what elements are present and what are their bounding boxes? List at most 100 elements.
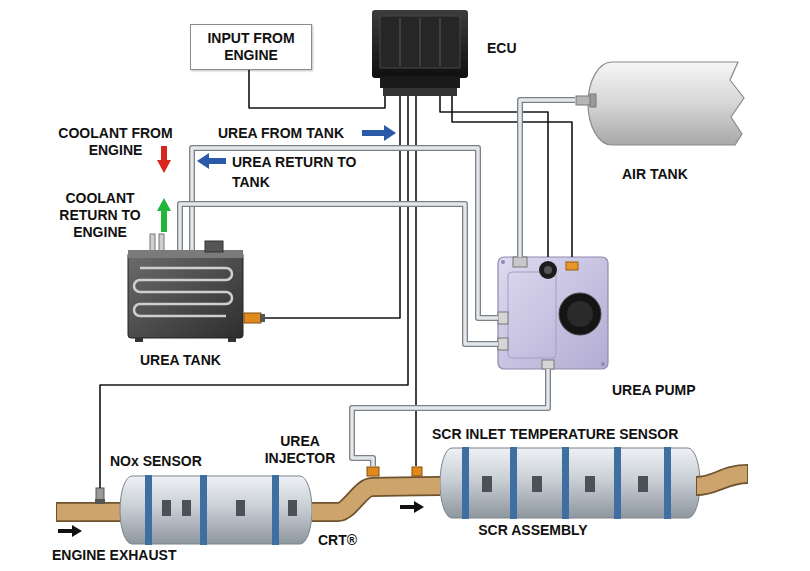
node-label: AIR TANK (622, 166, 688, 183)
clamp-band (614, 447, 621, 519)
pump-motor-cap (567, 301, 593, 327)
temperature-sensor: SCR INLET TEMPERATURE SENSOR (411, 466, 423, 476)
fluid-line (180, 204, 498, 344)
clamp-band (510, 447, 517, 519)
fluid-line-stroke (192, 148, 498, 318)
air-tank-fitting (590, 94, 596, 107)
air-tank-body (588, 62, 744, 145)
pump-valve (539, 261, 557, 279)
signal-wire (100, 96, 408, 488)
flow-arrow (58, 525, 82, 537)
node-label: INPUT FROM ENGINE (198, 30, 304, 64)
air-port (513, 257, 527, 267)
signal-box: INPUT FROM ENGINE (190, 24, 312, 70)
clamp-band (462, 447, 469, 519)
signal-wire (452, 96, 572, 257)
clamp-band (562, 447, 569, 519)
ecu-unit: ECU (370, 8, 470, 96)
node-label: SCR ASSEMBLY (448, 522, 618, 539)
tank-foot (135, 338, 143, 342)
urea-injector: UREA INJECTOR (366, 466, 380, 476)
mount-slot (236, 500, 245, 516)
coolant-in-arrow (157, 146, 171, 173)
coolant-stub (150, 234, 155, 252)
mount-slot (288, 500, 297, 516)
crt-filter: CRT® (117, 476, 312, 544)
tailpipe-fill (697, 474, 747, 486)
flow-arrow (400, 501, 424, 513)
urea-tank-body (128, 252, 243, 338)
screw (601, 362, 605, 366)
fluid-line-stroke (352, 369, 548, 466)
node-label: ECU (487, 40, 517, 57)
coolant-out-arrow (157, 198, 171, 232)
exhaust-inlet-fill (57, 504, 124, 521)
fluid-line (352, 369, 548, 466)
air-tank: AIR TANK (575, 58, 750, 148)
pump-plug (566, 262, 578, 270)
outlet-port (542, 360, 554, 369)
mount-slot (532, 476, 542, 492)
heating-coil (134, 268, 232, 316)
urea-flow-arrow (362, 125, 396, 141)
ecu-housing (372, 10, 468, 78)
nox-sensor: NOx SENSOR (95, 488, 105, 504)
pump-panel (508, 272, 556, 358)
exhaust-inlet (56, 502, 124, 522)
ecu-pins (383, 88, 457, 96)
note-label: COOLANT RETURN TO ENGINE (45, 190, 155, 241)
node-label: UREA TANK (140, 352, 221, 369)
signal-wire (249, 70, 385, 108)
line-label: UREA RETURN TO TANK (232, 152, 357, 192)
fluid-line (520, 100, 575, 257)
pump-housing (498, 257, 608, 369)
mount-slot (638, 476, 648, 492)
ecu-connector (380, 76, 460, 88)
exhaust-pipe-stroke (312, 486, 440, 512)
note-label: COOLANT FROM ENGINE (48, 125, 183, 159)
mount-slot (585, 476, 595, 492)
ecu-panel (380, 16, 460, 68)
pump-valve-core (544, 266, 552, 274)
fluid-line-stroke (192, 148, 498, 318)
node-label: SCR INLET TEMPERATURE SENSOR (432, 426, 678, 443)
fluid-line-stroke (520, 100, 575, 257)
signal-wire-stroke (452, 96, 572, 257)
line-label: UREA FROM TANK (218, 125, 344, 142)
injector-body (367, 467, 379, 476)
urea-tank-lid (128, 250, 243, 258)
mount-slot (482, 476, 492, 492)
scr-assembly: SCR ASSEMBLY (440, 448, 700, 518)
scr-body (440, 448, 700, 518)
urea-port (498, 312, 508, 324)
mount-slot (162, 500, 171, 516)
urea-pump: UREA PUMP (498, 257, 608, 369)
clamp-band (145, 475, 152, 545)
urea-flow-arrow (197, 153, 226, 169)
fluid-line-stroke (180, 204, 498, 344)
node-label: NOx SENSOR (110, 453, 202, 470)
crt-body (120, 476, 312, 544)
mount-slot (182, 500, 191, 516)
urea-port (498, 338, 508, 350)
fluid-line-stroke (520, 100, 575, 257)
temperature-probe (412, 467, 422, 476)
clamp-band (200, 475, 207, 545)
tailpipe (696, 474, 748, 486)
exhaust-pipe-stroke (312, 486, 440, 512)
pump-motor (559, 293, 601, 335)
clamp-band (272, 475, 279, 545)
node-label: UREA PUMP (612, 382, 696, 399)
urea-tank: UREA TANK (125, 250, 265, 340)
coolant-stub (159, 234, 164, 252)
node-label: CRT® (318, 532, 357, 549)
fluid-line (192, 148, 498, 318)
nox-sensor-base (95, 499, 105, 504)
fluid-line-stroke (180, 204, 498, 344)
signal-wire (440, 96, 548, 257)
signal-wire-stroke (100, 96, 408, 488)
level-sensor (244, 313, 261, 323)
